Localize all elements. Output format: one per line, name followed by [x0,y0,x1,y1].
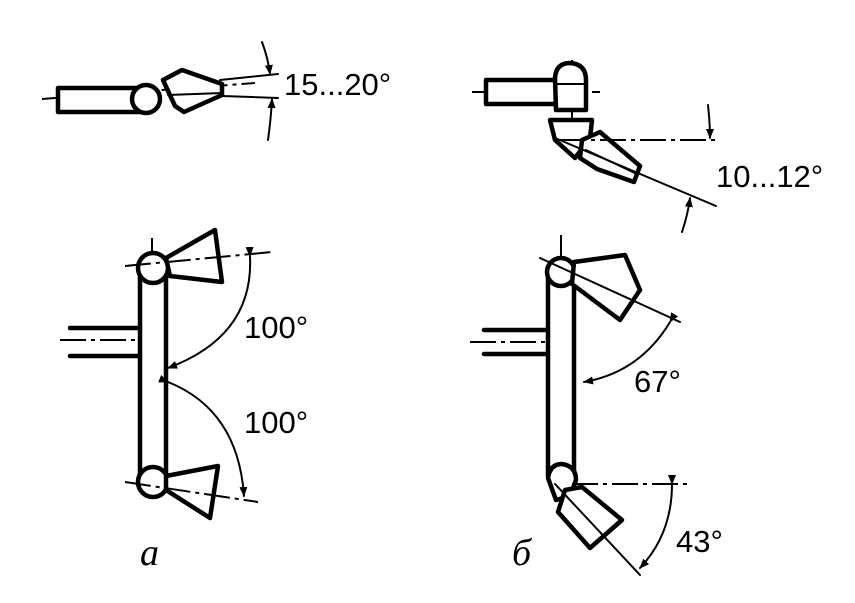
angle-label-b-top: 10...12° [716,159,823,194]
view-b-bottom [470,235,690,576]
angle-label-a-lower: 100° [244,405,308,440]
angle-label-a-top: 15...20° [284,67,391,102]
subfigure-label-b: б [512,532,533,574]
angle-label-b-lower: 43° [676,524,723,559]
angle-label-a-upper: 100° [244,310,308,345]
view-a-top [41,41,279,141]
subfigure-label-a: а [140,532,159,574]
view-b-top [472,60,717,233]
angle-label-b-upper: 67° [634,364,681,399]
view-a-bottom [60,227,273,521]
